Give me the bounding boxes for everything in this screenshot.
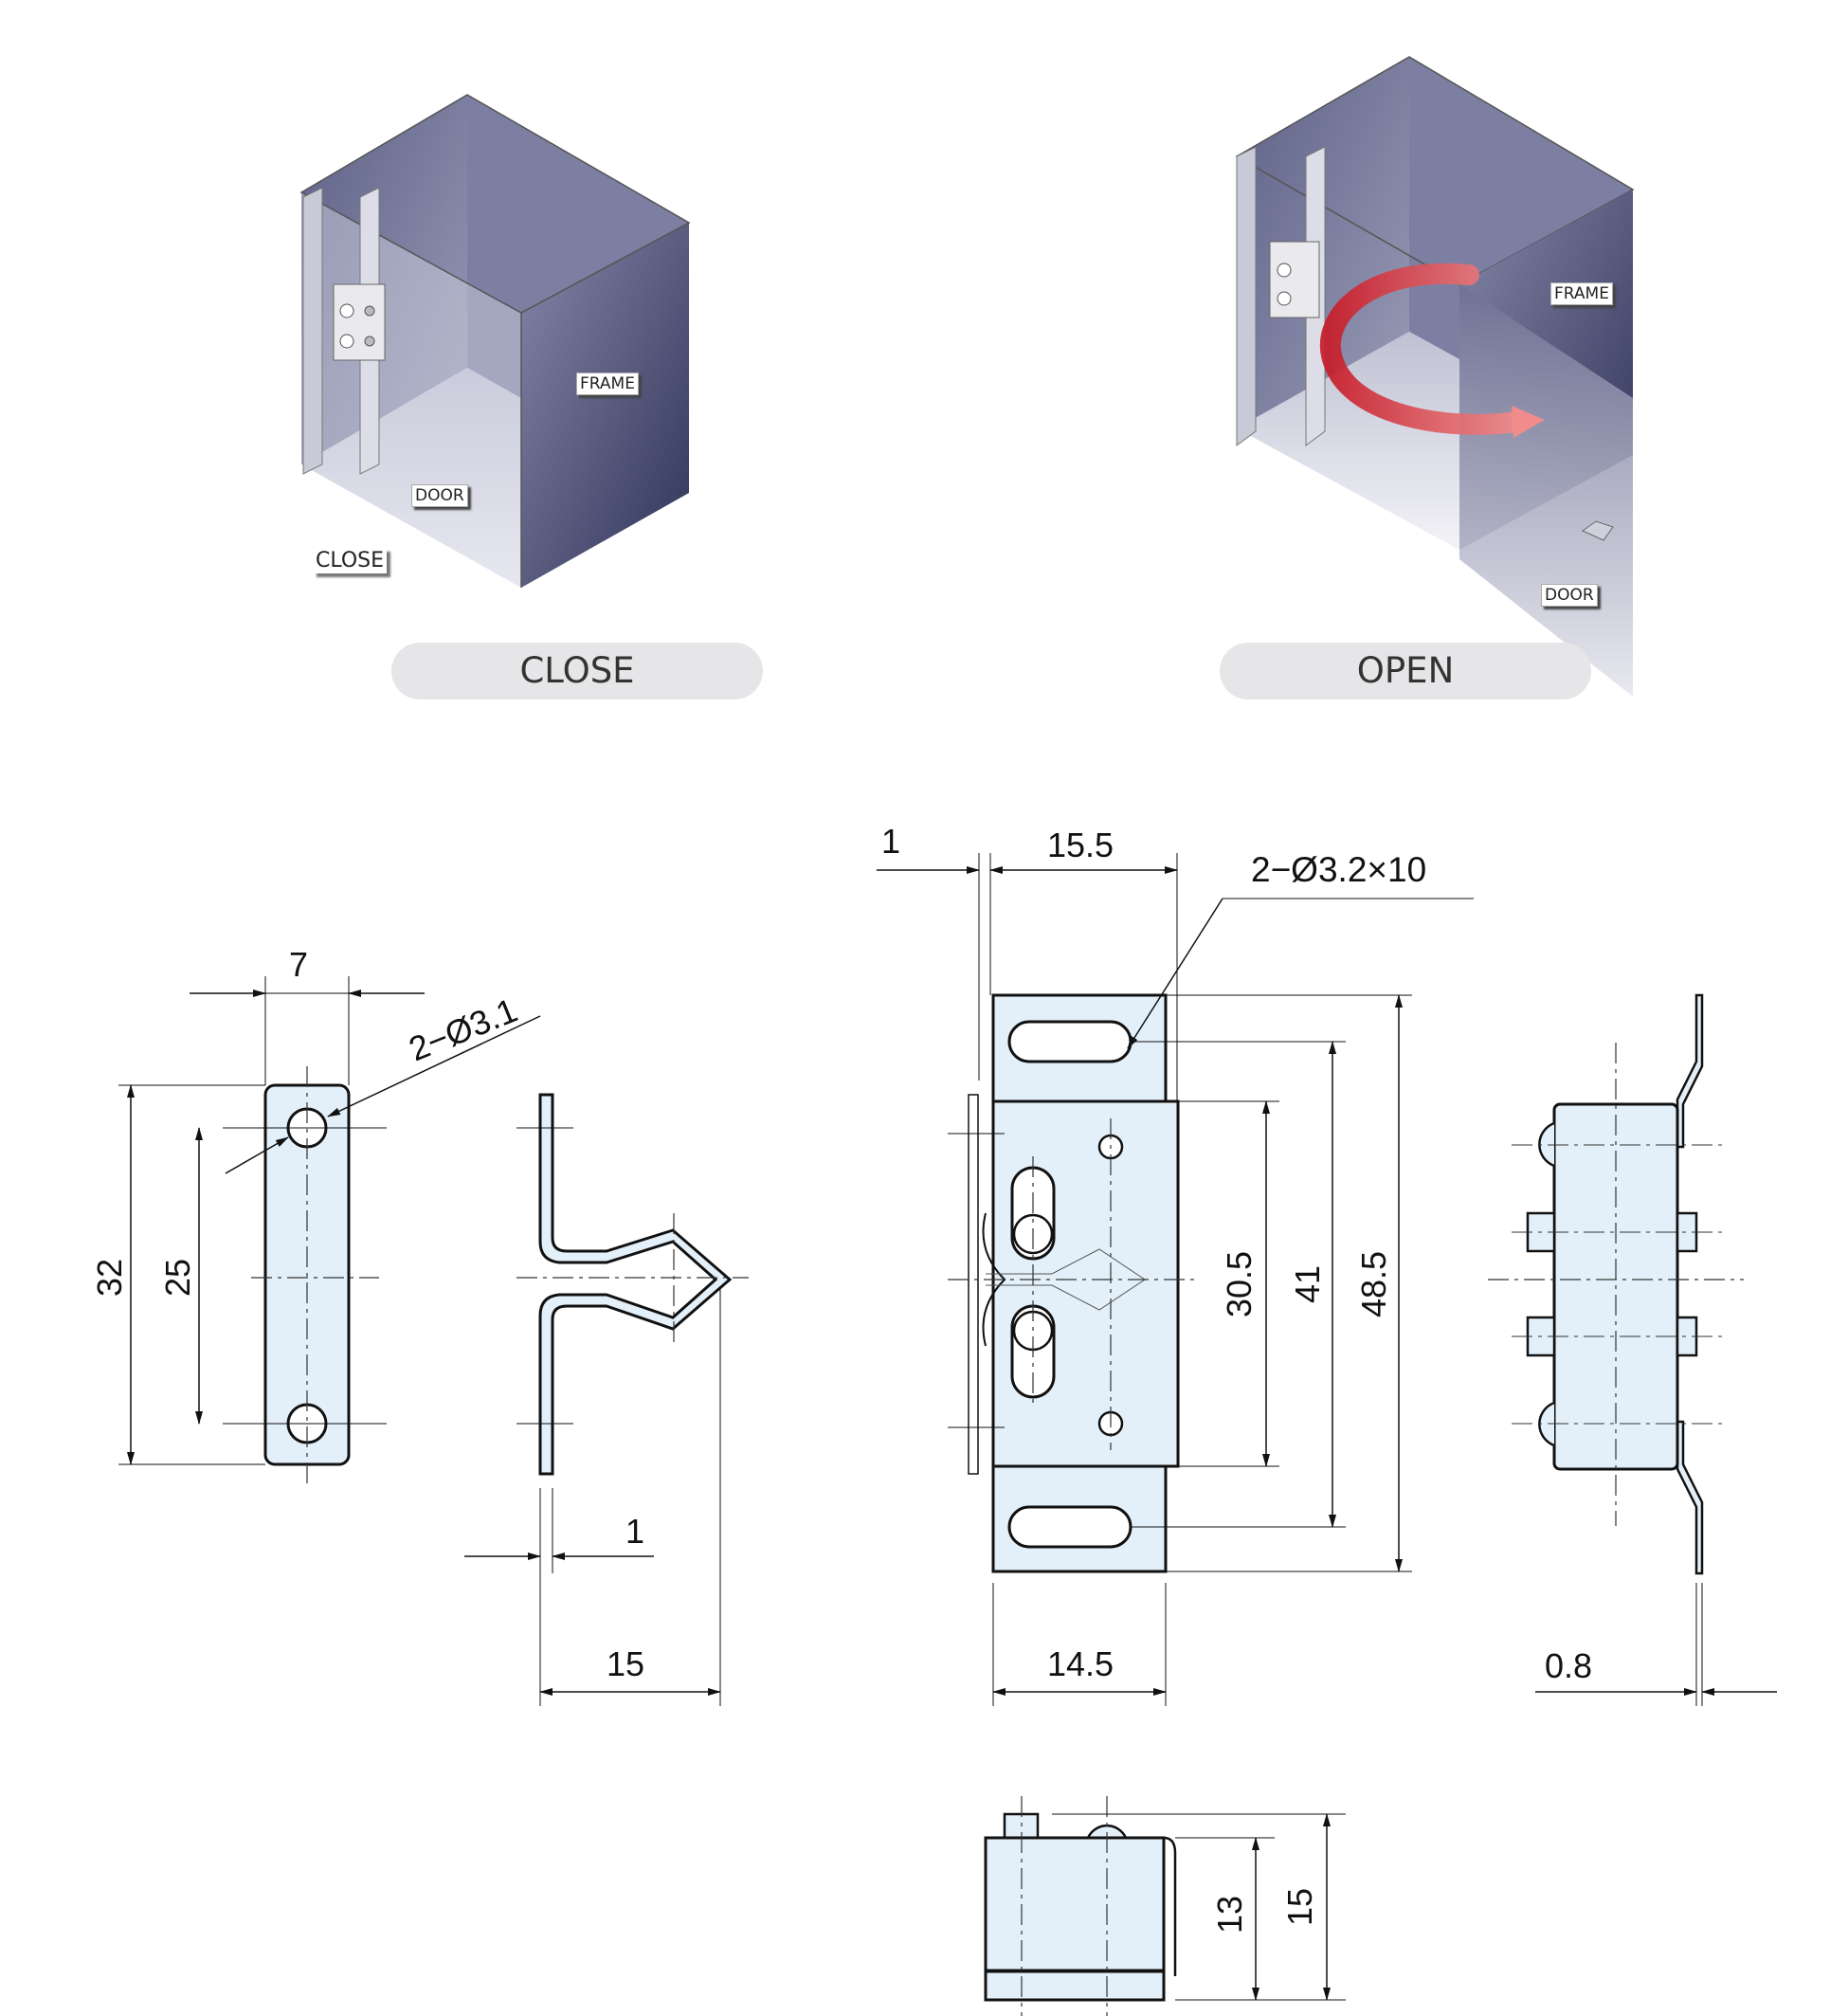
dim-plate-width: 7 (289, 945, 308, 984)
dim-body-slot-pitch: 41 (1288, 1265, 1327, 1303)
dim-body-slots: 2−Ø3.2×10 (1251, 850, 1426, 889)
dim-body-height-inner: 30.5 (1220, 1251, 1259, 1317)
dim-body-width-top: 15.5 (1047, 826, 1114, 864)
close-frame-tag: FRAME (576, 372, 639, 395)
open-door-tag: DOOR (1541, 584, 1598, 607)
dim-body-height-total: 48.5 (1354, 1251, 1393, 1317)
dim-side-thickness: 0.8 (1545, 1646, 1592, 1685)
catch-plate-side-view (464, 1093, 749, 1706)
close-illustration (299, 94, 691, 588)
dim-body-offset: 1 (881, 822, 900, 861)
catch-body-front-view (877, 853, 1474, 1706)
dim-body-width-bottom: 14.5 (1047, 1644, 1114, 1683)
dim-plate-pitch: 25 (158, 1259, 197, 1297)
close-door-tag: DOOR (411, 484, 468, 507)
dim-bottom-body: 13 (1210, 1896, 1249, 1934)
open-caption: OPEN (1220, 643, 1591, 699)
dim-plate-thickness: 1 (625, 1512, 644, 1551)
close-state-tag: CLOSE (313, 548, 388, 573)
dim-plate-holes: 2−Ø3.1 (404, 990, 523, 1069)
catch-body-side-view (1488, 993, 1777, 1706)
dim-plate-height: 32 (90, 1259, 129, 1297)
dim-bottom-total: 15 (1280, 1888, 1319, 1926)
catch-plate-top-view (118, 976, 541, 1483)
catch-body-bottom-view (984, 1796, 1346, 2016)
close-caption: CLOSE (391, 643, 763, 699)
open-frame-tag: FRAME (1550, 282, 1613, 305)
dim-plate-depth: 15 (607, 1644, 644, 1683)
open-illustration (1235, 56, 1635, 697)
